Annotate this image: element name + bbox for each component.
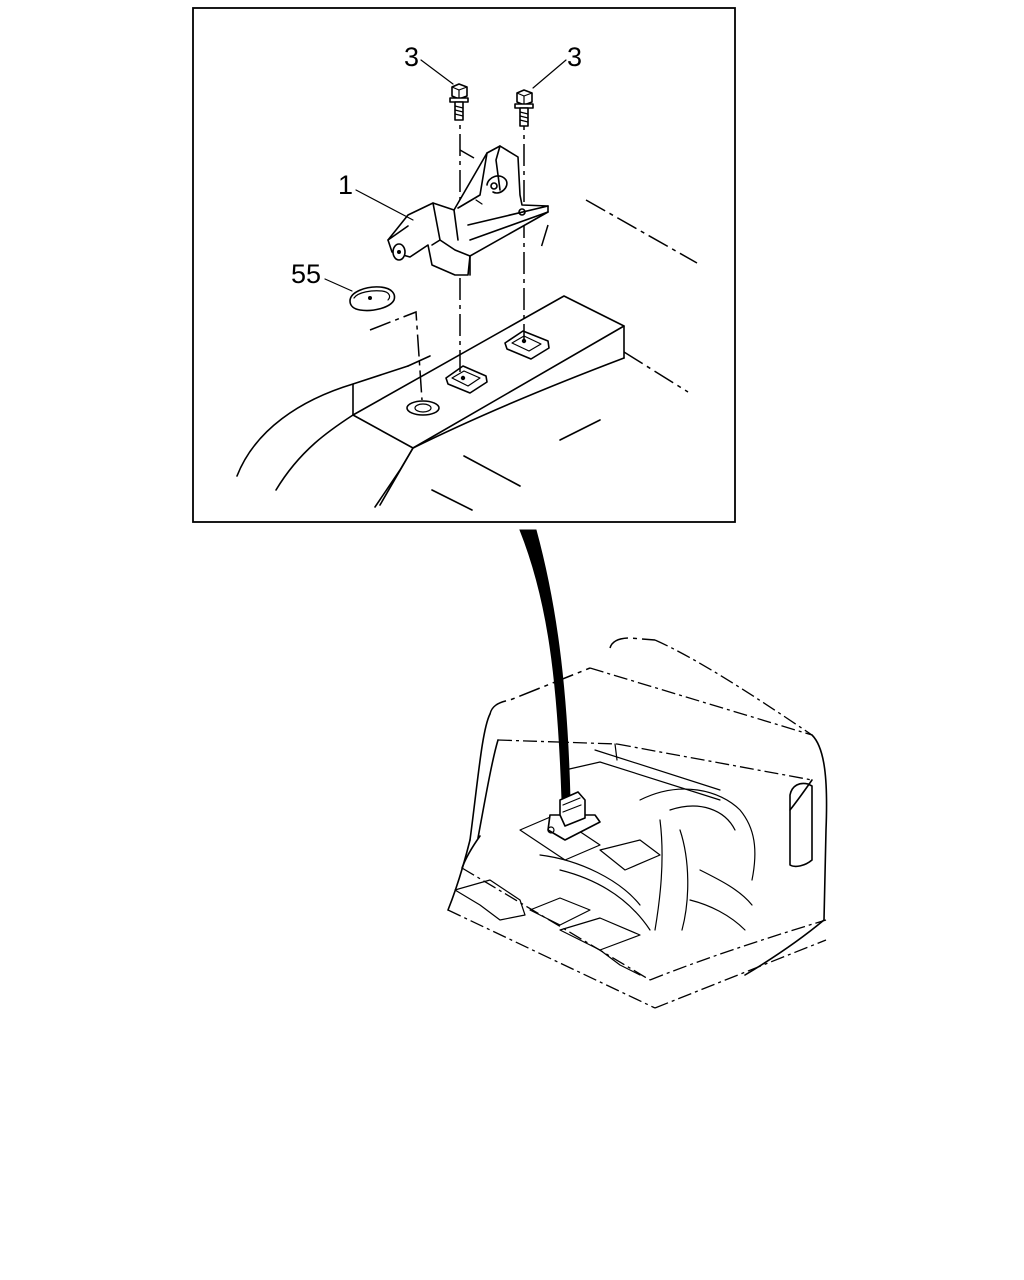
leader-plug [324, 278, 353, 292]
hinge-bracket [387, 145, 549, 276]
background-frame-line-2 [623, 351, 689, 393]
bracket-guide-line-2 [540, 224, 549, 249]
bracket-guide-line [459, 149, 475, 159]
mount-pad-right [504, 330, 550, 360]
centerline-plug [369, 310, 423, 401]
leader-bolt-right [532, 59, 567, 89]
cab-mounted-bracket [547, 791, 601, 841]
background-frame-line [585, 199, 698, 264]
detail-pointer [519, 529, 571, 801]
callout-bolt-right: 3 [567, 42, 582, 72]
mount-pad-left [406, 400, 440, 416]
bolt-left [449, 83, 469, 121]
cab-overview [447, 637, 828, 1009]
callout-bracket: 1 [338, 170, 353, 200]
callout-bolt-left: 3 [404, 42, 419, 72]
leader-bolt-left [420, 59, 454, 85]
cross-member [236, 295, 625, 511]
plug [349, 286, 396, 312]
leader-bracket [355, 189, 414, 221]
callout-plug: 55 [291, 259, 321, 289]
mount-pad-middle [445, 365, 488, 394]
detail-inset: 3 3 1 55 [192, 7, 736, 523]
bolt-right [514, 89, 534, 127]
